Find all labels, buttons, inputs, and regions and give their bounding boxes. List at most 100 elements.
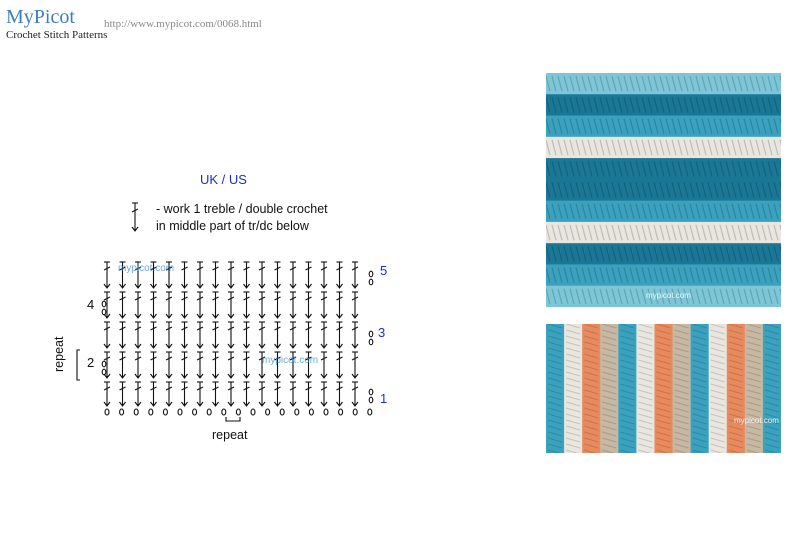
- stitch-texture: [635, 118, 641, 134]
- stitch-texture: [620, 335, 635, 341]
- stitch-texture: [746, 425, 762, 431]
- stitch-texture: [656, 443, 671, 449]
- stitch-texture: [620, 341, 635, 347]
- stitch-texture: [689, 203, 695, 220]
- stitch-texture: [779, 203, 781, 210]
- stitch-texture: [713, 118, 719, 134]
- stitch-texture: [764, 324, 780, 329]
- treble-stitch-slash: [134, 356, 142, 361]
- stitch-texture: [659, 224, 665, 241]
- treble-stitch-arrow: [212, 401, 219, 407]
- stitch-texture: [674, 371, 689, 377]
- stitch-texture: [746, 324, 762, 329]
- treble-stitch-slash: [227, 326, 235, 331]
- stitch-texture: [683, 288, 689, 305]
- stitch-texture: [587, 267, 593, 283]
- stitch-texture: [659, 246, 665, 262]
- stitch-texture: [683, 75, 689, 92]
- chain-stitch: [133, 408, 139, 416]
- stitch-texture: [547, 341, 563, 347]
- stitch-texture: [767, 224, 773, 241]
- stitch-texture: [546, 118, 551, 134]
- stitch-texture: [653, 203, 659, 220]
- turning-chain: [368, 278, 374, 286]
- treble-stitch-arrow: [336, 283, 343, 289]
- treble-stitch-slash: [150, 386, 157, 391]
- stitch-texture: [659, 75, 665, 92]
- stitch-texture: [653, 288, 659, 305]
- stitch-texture: [547, 353, 563, 359]
- stitch-texture: [749, 288, 755, 305]
- stitch-texture: [638, 347, 653, 353]
- site-title[interactable]: MyPicot: [6, 6, 75, 28]
- stitch-texture: [546, 288, 551, 305]
- treble-stitch-slash: [351, 266, 359, 271]
- stitch-texture: [692, 407, 707, 413]
- stitch-texture: [779, 160, 781, 168]
- stitch-texture: [584, 359, 599, 365]
- stitch-texture: [689, 288, 695, 305]
- stitch-texture: [563, 160, 569, 177]
- stitch-texture: [728, 371, 743, 377]
- treble-stitch-arrow: [165, 373, 173, 379]
- stitch-texture: [710, 365, 725, 371]
- stripe-band: [546, 179, 781, 202]
- stitch-texture: [620, 413, 635, 419]
- stitch-texture: [656, 407, 671, 413]
- stitch-texture: [605, 75, 611, 92]
- stitch-texture: [692, 449, 706, 453]
- treble-stitch-slash: [119, 266, 126, 271]
- stitch-texture: [737, 288, 743, 305]
- stitch-texture: [611, 267, 617, 283]
- stitch-texture: [731, 246, 737, 262]
- treble-stitch-arrow: [150, 373, 157, 379]
- stitch-texture: [764, 401, 780, 407]
- repeat-bracket-left: [76, 349, 80, 381]
- stitch-texture: [677, 267, 683, 283]
- stitch-texture: [692, 347, 707, 353]
- stitch-texture: [575, 267, 581, 283]
- page-url[interactable]: http://www.mypicot.com/0068.html: [104, 18, 262, 30]
- treble-stitch-slash: [320, 296, 328, 301]
- stitch-texture: [602, 419, 617, 425]
- stitch-texture: [565, 437, 581, 443]
- treble-stitch-slash: [227, 266, 235, 271]
- stitch-texture: [725, 139, 731, 156]
- chain-stitch: [308, 408, 314, 416]
- stitch-texture: [647, 288, 653, 305]
- treble-symbol-arrow: [131, 226, 139, 232]
- stitch-texture: [695, 160, 701, 177]
- treble-stitch-slash: [320, 386, 328, 391]
- stitch-texture: [563, 224, 569, 241]
- stitch-texture: [665, 118, 671, 134]
- stitch-texture: [659, 288, 665, 305]
- stitch-texture: [587, 288, 593, 305]
- stitch-texture: [602, 413, 617, 419]
- stitch-texture: [647, 224, 653, 241]
- stitch-texture: [713, 203, 719, 220]
- stitch-texture: [584, 383, 599, 389]
- stitch-texture: [728, 395, 743, 401]
- stitch-texture: [557, 160, 563, 177]
- stitch-texture: [764, 383, 780, 389]
- stitch-texture: [656, 371, 671, 377]
- treble-stitch-arrow: [103, 373, 111, 379]
- stitch-texture: [701, 75, 707, 92]
- treble-stitch-slash: [165, 326, 173, 331]
- treble-stitch-slash: [243, 266, 250, 271]
- treble-stitch-slash: [181, 356, 188, 361]
- stitch-texture: [746, 443, 762, 449]
- stitch-texture: [737, 182, 743, 198]
- stitch-texture: [584, 395, 599, 401]
- stitch-texture: [773, 160, 779, 177]
- stitch-texture: [713, 160, 719, 177]
- turning-chain: [101, 368, 107, 376]
- stitch-texture: [569, 182, 575, 198]
- stitch-texture: [565, 341, 581, 347]
- treble-stitch-slash: [227, 296, 235, 301]
- treble-stitch-slash: [258, 266, 266, 271]
- stitch-texture: [641, 246, 647, 262]
- stitch-texture: [593, 97, 599, 113]
- treble-stitch-slash: [258, 356, 266, 361]
